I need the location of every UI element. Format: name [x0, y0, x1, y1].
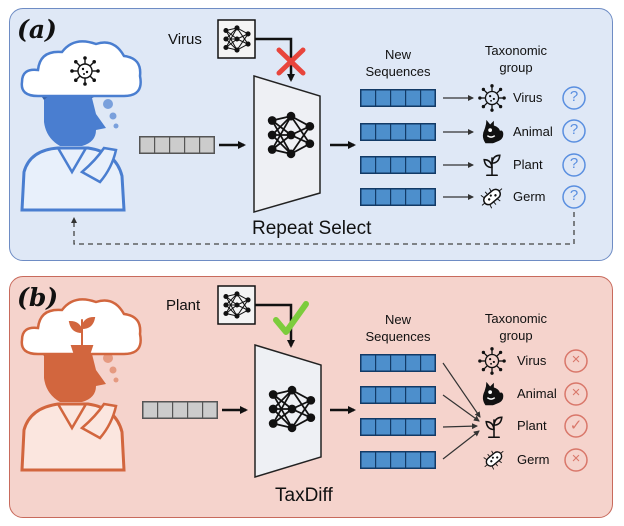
panel-b-caption: TaxDiff: [275, 485, 333, 506]
input-sequence: [139, 136, 215, 154]
thought-dots: [103, 353, 119, 383]
germ-icon: [481, 446, 507, 472]
group-label-plant: Plant: [513, 157, 543, 172]
accept-check-icon: [273, 301, 309, 335]
model-block: [253, 74, 321, 213]
status-question-2: ?: [569, 121, 579, 138]
status-circles-a: [562, 86, 586, 209]
new-sequence-2: [360, 386, 436, 404]
group-label-germ: Germ: [517, 452, 550, 467]
group-label-virus: Virus: [513, 90, 543, 105]
new-sequence-3: [360, 418, 436, 436]
panel-a-taxonomic-header: Taxonomic group: [474, 42, 558, 76]
animal-icon: [482, 381, 504, 406]
group-label-plant: Plant: [517, 418, 547, 433]
condition-arrow: [255, 37, 295, 82]
new-sequence-4: [360, 188, 436, 206]
header-line: Sequences: [365, 329, 431, 344]
new-sequence-1: [360, 354, 436, 372]
panel-b-new-sequences-header: New Sequences: [360, 311, 436, 345]
header-line: Sequences: [365, 64, 431, 79]
header-line: group: [499, 60, 533, 75]
thought-dots: [103, 99, 119, 129]
status-reject-germ: ×: [571, 450, 581, 467]
plant-icon: [485, 416, 503, 439]
new-sequence-3: [360, 156, 436, 174]
header-line: Taxonomic: [484, 311, 548, 326]
group-label-animal: Animal: [517, 386, 557, 401]
header-line: New: [384, 47, 411, 62]
panel-b-input-label: Plant: [166, 297, 201, 314]
group-label-animal: Animal: [513, 124, 553, 139]
panel-b-taxonomic-header: Taxonomic group: [474, 310, 558, 344]
status-accept-plant: ✓: [569, 417, 583, 434]
new-sequence-4: [360, 451, 436, 469]
status-reject-animal: ×: [571, 384, 581, 401]
thought-cloud-icon: [20, 40, 142, 98]
status-question-4: ?: [569, 187, 579, 204]
new-sequence-2: [360, 123, 436, 141]
header-line: New: [384, 312, 411, 327]
reject-cross-icon: [276, 47, 306, 76]
repeat-feedback-loop: [71, 212, 575, 245]
input-sequence: [142, 401, 218, 419]
new-sequence-1: [360, 89, 436, 107]
header-line: Taxonomic: [484, 43, 548, 58]
panel-b-label: (b): [17, 283, 59, 312]
panel-a-label: (a): [17, 15, 57, 44]
converging-arrows: [442, 362, 481, 460]
status-reject-virus: ×: [571, 351, 581, 368]
panel-a-input-label: Virus: [168, 31, 202, 48]
header-line: group: [499, 328, 533, 343]
panel-a-new-sequences-header: New Sequences: [360, 46, 436, 80]
cloud-plant-icon: [68, 316, 96, 353]
plant-icon: [483, 154, 501, 177]
condition-arrow: [255, 303, 295, 348]
group-label-germ: Germ: [513, 189, 546, 204]
virus-icon: [478, 347, 506, 375]
status-question-1: ?: [569, 88, 579, 105]
group-label-virus: Virus: [517, 353, 547, 368]
germ-icon: [478, 183, 506, 211]
virus-icon: [478, 84, 506, 112]
mapping-arrows: [443, 95, 474, 200]
status-question-3: ?: [569, 155, 579, 172]
animal-icon: [482, 119, 504, 144]
panel-a-caption: Repeat Select: [252, 218, 372, 239]
status-circles-b: [564, 349, 588, 472]
